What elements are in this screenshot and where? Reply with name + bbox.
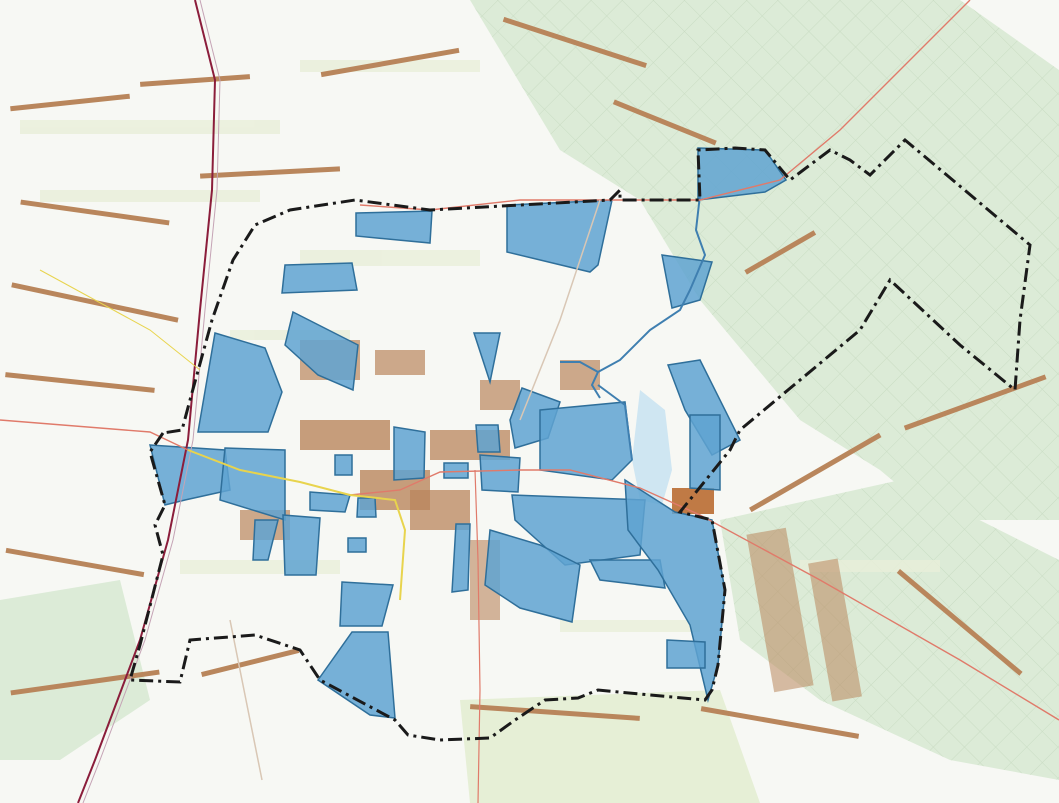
building-strip xyxy=(375,350,425,375)
highlighted-area xyxy=(252,519,279,561)
highlighted-area xyxy=(282,514,321,576)
highlighted-area xyxy=(309,491,351,513)
agri-strip xyxy=(560,620,700,632)
agri-strip xyxy=(20,120,280,134)
building-strip xyxy=(808,558,862,702)
water-body xyxy=(632,390,672,505)
road-local xyxy=(519,199,601,421)
building-strip xyxy=(612,99,717,146)
highlighted-area xyxy=(666,359,741,456)
building-cluster-dense xyxy=(672,488,714,514)
highlighted-area xyxy=(443,462,469,479)
stream xyxy=(560,361,599,373)
building-strip xyxy=(896,569,1023,676)
highlighted-area xyxy=(588,559,666,589)
highlighted-area xyxy=(284,310,359,392)
building-strip xyxy=(903,374,1047,431)
building-strip xyxy=(700,706,860,739)
highlighted-area xyxy=(472,332,501,385)
road-local xyxy=(39,269,201,371)
agri-strip xyxy=(40,190,260,202)
building-strip xyxy=(5,547,145,578)
building-strip xyxy=(11,282,179,323)
building-strip xyxy=(560,360,600,390)
highlighted-area xyxy=(393,426,426,481)
highlighted-area xyxy=(356,497,377,518)
road-secondary xyxy=(474,469,481,803)
building-strip xyxy=(10,93,130,112)
agri-strip xyxy=(300,250,480,266)
road-main xyxy=(77,0,217,803)
forest-hatch-southeast xyxy=(720,480,1059,780)
building-strip xyxy=(744,230,817,275)
road-secondary xyxy=(359,0,971,211)
highlighted-area xyxy=(281,262,358,294)
building-strip xyxy=(201,647,300,678)
building-strip xyxy=(320,47,460,78)
building-strip xyxy=(20,199,170,226)
building-strip xyxy=(5,372,155,393)
road-local xyxy=(229,619,263,781)
building-strip xyxy=(469,704,640,721)
building-strip xyxy=(139,74,251,87)
road-main-outline xyxy=(82,0,221,803)
streams-layer xyxy=(560,194,707,461)
forest-area-south xyxy=(460,690,760,803)
building-strip xyxy=(300,420,390,450)
road-local xyxy=(187,449,407,601)
highlighted-area xyxy=(334,454,353,476)
building-strip xyxy=(502,16,647,69)
highlighted-area xyxy=(484,529,581,623)
highlighted-area xyxy=(666,639,706,669)
stream xyxy=(597,384,633,461)
highlighted-area xyxy=(339,581,394,627)
highlighted-area xyxy=(479,454,521,493)
highlighted-area xyxy=(316,631,396,719)
highlighted-area xyxy=(197,332,283,433)
highlighted-area xyxy=(347,537,367,553)
highlighted-area xyxy=(689,414,721,491)
building-strip xyxy=(199,166,341,179)
building-strip xyxy=(480,380,520,410)
building-strip xyxy=(746,527,814,693)
highlighted-area xyxy=(539,401,633,481)
building-strip xyxy=(749,432,882,513)
highlighted-area xyxy=(475,424,501,453)
agri-layer xyxy=(20,60,940,632)
building-strip xyxy=(10,669,160,696)
highlighted-area xyxy=(451,523,471,593)
highlighted-area xyxy=(355,210,433,244)
stream xyxy=(590,194,707,399)
administrative-boundary xyxy=(128,137,1032,742)
